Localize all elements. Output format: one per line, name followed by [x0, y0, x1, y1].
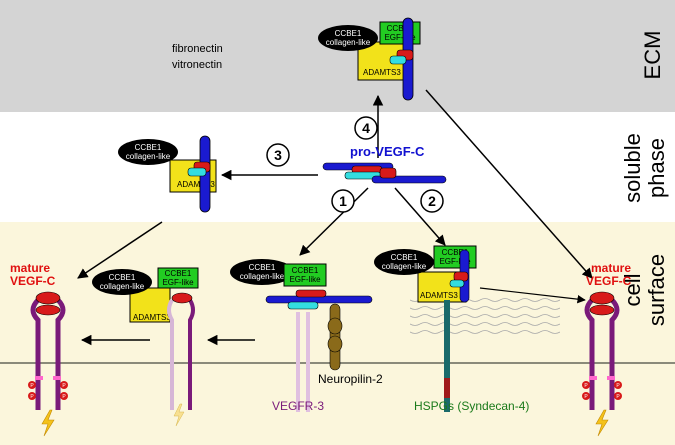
adamts3-label-middle: ADAMTS3: [133, 313, 171, 322]
zone-label-phase: phase: [644, 138, 669, 198]
soluble-complex: ADAMTS3 CCBE1 collagen-like: [118, 135, 217, 213]
pro-vegfc-label: pro-VEGF-C: [350, 144, 425, 159]
step-1-circle: [331, 189, 355, 213]
fibronectin-label: fibronectin: [172, 43, 223, 55]
ccbe1-label: CCBE1: [335, 29, 362, 38]
syndecan-shape: [444, 300, 450, 412]
egf-label-vegfr3-2: EGF-like: [289, 275, 321, 284]
phospho-label: P: [584, 383, 588, 389]
step-2-circle: [420, 189, 444, 213]
zone-label-surface: surface: [644, 254, 669, 326]
pro-vegfc-molecule: [322, 162, 447, 184]
hspg-complex: ADAMTS3 CCBE1 collagen-like CCBE1 EGF-li…: [374, 245, 477, 412]
ecm-band: [0, 0, 675, 112]
step-2-label: 2: [428, 193, 436, 209]
middle-complex: ADAMTS3 CCBE1 collagen-like CCBE1 EGF-li…: [92, 267, 199, 427]
arrow-soluble-to-mature: [77, 221, 163, 279]
ccbe1-label-soluble: CCBE1: [135, 143, 162, 152]
adamts3-label-soluble: ADAMTS3: [177, 180, 215, 189]
phospho-label: P: [584, 394, 588, 400]
ecm-complex: ADAMTS3 CCBE1 collagen-like CCBE1 EGF-li…: [318, 17, 421, 101]
mature-label-right-1: mature: [591, 261, 631, 275]
step-4-circle: [354, 116, 378, 140]
mature-label-left-2: VEGF-C: [10, 274, 56, 288]
ccbe1-label-hspg: CCBE1: [391, 253, 418, 262]
egf-label-hspg-1: CCBE1: [442, 248, 469, 257]
vegfc-cyan-part: [389, 55, 407, 65]
receptor-right: P P P P: [582, 291, 622, 437]
adamts3-label-hspg: ADAMTS3: [420, 291, 458, 300]
collagen-label-hspg: collagen-like: [382, 262, 427, 271]
receptor-left: P P P P: [28, 291, 68, 437]
zone-label-cell: cell: [620, 273, 645, 306]
egf-label-hspg-2: EGF-like: [439, 257, 471, 266]
ccbe1-label-middle: CCBE1: [109, 273, 136, 282]
lightning-icon: [173, 403, 185, 427]
phospho-label: P: [62, 383, 66, 389]
collagen-label-soluble: collagen-like: [126, 152, 171, 161]
phospho-label: P: [30, 394, 34, 400]
zone-label-ecm: ECM: [640, 31, 665, 80]
egf-label-middle-2: EGF-like: [162, 278, 194, 287]
lightning-icon: [595, 409, 609, 437]
arrow-hspg-to-mature: [479, 287, 586, 304]
collagen-like-label: collagen-like: [326, 38, 371, 47]
zone-label-soluble: soluble: [620, 133, 645, 203]
vegfr3-label: VEGFR-3: [272, 399, 324, 413]
step-3-label: 3: [274, 147, 282, 163]
egf-label-middle-1: CCBE1: [165, 269, 192, 278]
phospho-label: P: [616, 394, 620, 400]
neuropilin-label: Neuropilin-2: [318, 372, 383, 386]
egf-label-vegfr3-1: CCBE1: [292, 266, 319, 275]
vegfr3-complex: CCBE1 collagen-like CCBE1 EGF-like: [230, 259, 373, 412]
mature-label-left-1: mature: [10, 261, 50, 275]
step-4-label: 4: [362, 120, 370, 136]
vitronectin-label: vitronectin: [172, 59, 222, 71]
step-1-label: 1: [339, 193, 347, 209]
phospho-label: P: [616, 383, 620, 389]
ccbe1-collagen-shape: [318, 25, 378, 51]
arrow-step-1: [299, 187, 369, 256]
adamts3-label: ADAMTS3: [363, 68, 401, 77]
egf-label-2: EGF-like: [384, 33, 416, 42]
ccbe1-label-vegfr3: CCBE1: [249, 263, 276, 272]
phospho-label: P: [62, 394, 66, 400]
collagen-label-middle: collagen-like: [100, 282, 145, 291]
arrow-ecm-to-mature: [425, 89, 593, 279]
mature-label-right-2: VEGF-C: [586, 274, 632, 288]
lightning-icon: [41, 409, 55, 437]
arrow-step-2: [394, 187, 446, 246]
hspg-label: HSPGs (Syndecan-4): [414, 399, 529, 413]
phospho-label: P: [30, 383, 34, 389]
collagen-label-vegfr3: collagen-like: [240, 272, 285, 281]
step-3-circle: [266, 143, 290, 167]
egf-label-1: CCBE1: [387, 24, 414, 33]
